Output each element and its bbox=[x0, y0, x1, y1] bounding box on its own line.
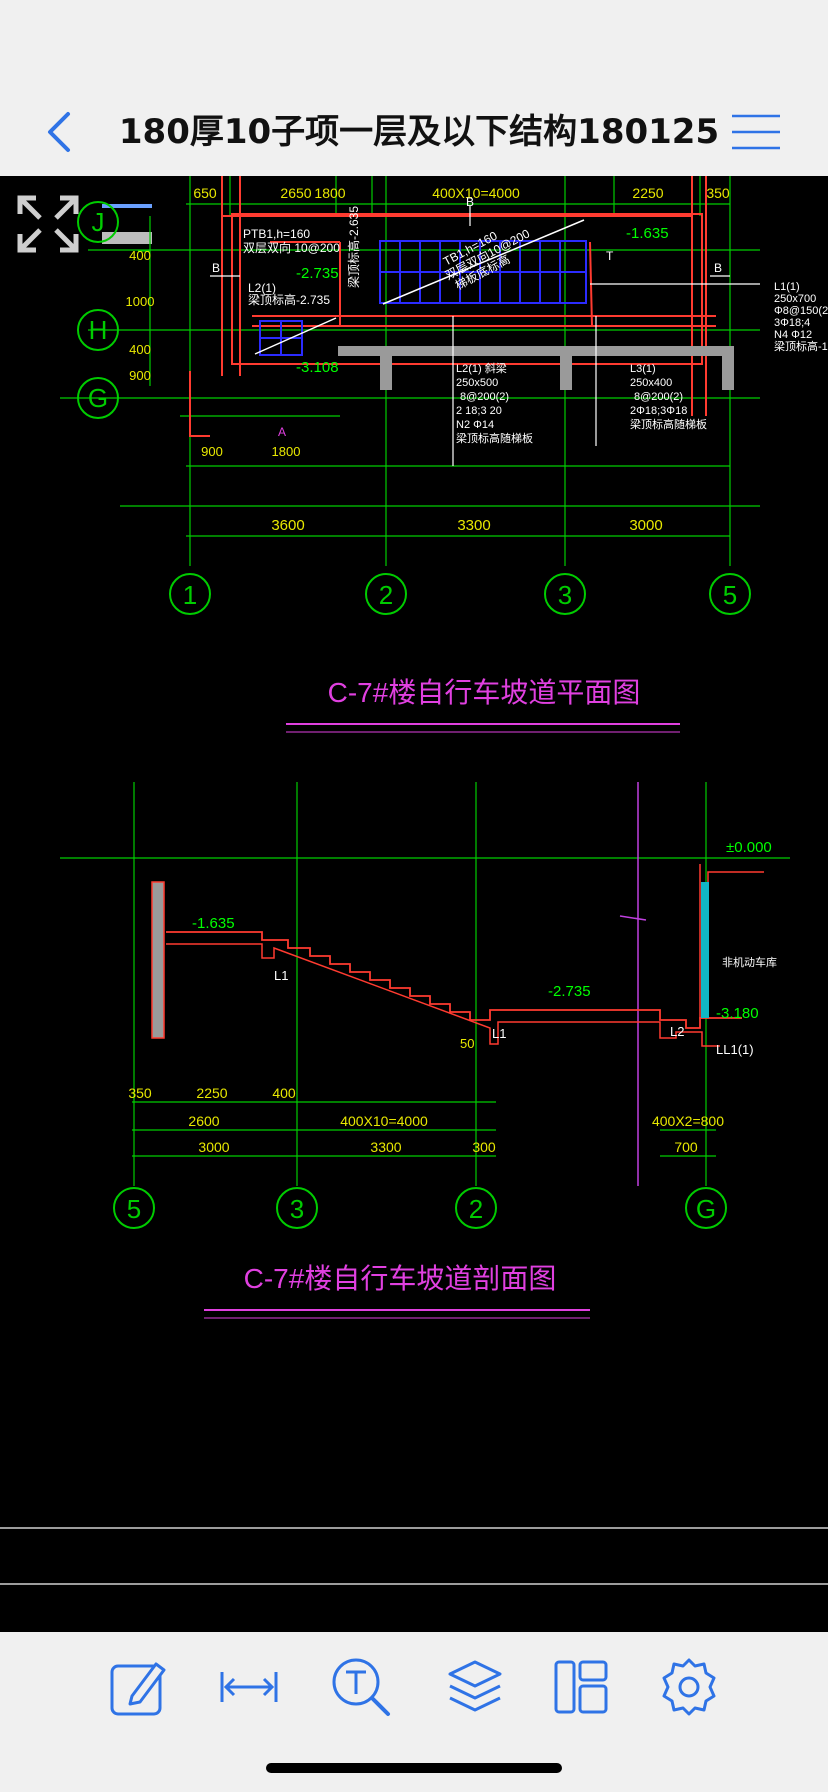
l1-line-5: N4 Φ12 bbox=[774, 329, 812, 341]
dim-top-350: 350 bbox=[706, 185, 730, 201]
pencil-square-icon[interactable] bbox=[108, 1656, 170, 1718]
l3-line-4: 2Φ18;3Φ18 bbox=[630, 405, 687, 417]
l3-line-1: L3(1) bbox=[630, 363, 656, 375]
back-chevron-icon[interactable] bbox=[40, 108, 80, 156]
section-grid-3: 3 bbox=[290, 1194, 304, 1224]
menu-icon[interactable] bbox=[730, 112, 782, 152]
grid-col-3: 3 bbox=[558, 580, 572, 610]
tag-l1-a: L1 bbox=[274, 968, 288, 983]
section-title: C-7#楼自行车坡道剖面图 bbox=[244, 1263, 557, 1294]
grid-row-j: J bbox=[92, 207, 105, 237]
dim-left-400a: 400 bbox=[129, 248, 151, 263]
l1-line-3: Φ8@150(2 bbox=[774, 305, 828, 317]
elev-1635-section: -1.635 bbox=[192, 915, 235, 932]
plan-view: J H G 1 2 3 5 650 2650 1800 400X10=4000 … bbox=[60, 176, 828, 733]
l2-line-3: 8@200(2) bbox=[460, 391, 509, 403]
dim-bot-900: 900 bbox=[201, 444, 223, 459]
grid-row-h: H bbox=[89, 315, 108, 345]
tag-l2: L2 bbox=[670, 1024, 684, 1039]
elev-3108-plan: -3.108 bbox=[296, 359, 339, 376]
dim-top-2250: 2250 bbox=[632, 185, 663, 201]
dim-3300: 3300 bbox=[370, 1139, 401, 1155]
dim-350: 350 bbox=[128, 1085, 152, 1101]
dim-left-900: 900 bbox=[129, 368, 151, 383]
top-nav-bar: 180厚10子项一层及以下结构180125 bbox=[0, 0, 828, 176]
grid-col-5: 5 bbox=[723, 580, 737, 610]
t-mark: T bbox=[606, 249, 614, 263]
l2-line-1: L2(1) 斜梁 bbox=[456, 361, 507, 375]
measure-arrows-icon[interactable] bbox=[218, 1656, 280, 1718]
l2-line-2: 250x500 bbox=[456, 377, 498, 389]
dim-top-2650: 2650 bbox=[280, 185, 311, 201]
l1-line-2: 250x700 bbox=[774, 293, 816, 305]
section-mark-b-right: B bbox=[714, 261, 722, 275]
l3-line-2: 250x400 bbox=[630, 377, 672, 389]
dim-4000: 400X10=4000 bbox=[340, 1113, 428, 1129]
fullscreen-expand-icon[interactable] bbox=[17, 195, 79, 253]
grid-row-g: G bbox=[88, 383, 108, 413]
elev-1635-plan: -1.635 bbox=[626, 225, 669, 242]
document-title: 180厚10子项一层及以下结构180125 bbox=[118, 112, 720, 152]
dim-400: 400 bbox=[272, 1085, 296, 1101]
cad-drawing: J H G 1 2 3 5 650 2650 1800 400X10=4000 … bbox=[0, 176, 828, 1585]
dim-bot-3300: 3300 bbox=[457, 517, 490, 534]
dim-top-4000: 400X10=4000 bbox=[432, 185, 520, 201]
elev-2735-plan: -2.735 bbox=[296, 265, 339, 282]
l3-line-3: 8@200(2) bbox=[634, 391, 683, 403]
l1-line-1: L1(1) bbox=[774, 281, 800, 293]
elev-2635: 梁顶标高-2.635 bbox=[346, 206, 361, 288]
dim-3000: 3000 bbox=[198, 1139, 229, 1155]
l2-line-5: N2 Φ14 bbox=[456, 419, 494, 431]
gear-icon[interactable] bbox=[658, 1656, 720, 1718]
section-mark-b-top: B bbox=[466, 195, 474, 209]
dim-300: 300 bbox=[472, 1139, 496, 1155]
dim-left-1000: 1000 bbox=[126, 294, 155, 309]
layers-icon[interactable] bbox=[444, 1656, 506, 1718]
section-grid-5: 5 bbox=[127, 1194, 141, 1224]
dim-800: 400X2=800 bbox=[652, 1113, 724, 1129]
l1-line-6: 梁顶标高-1.6 bbox=[774, 339, 828, 353]
layer-toggle-icon[interactable] bbox=[102, 204, 152, 244]
section-view: 5 3 2 G ±0.000 -1.635 -2.735 -3.180 L1 L… bbox=[60, 782, 790, 1319]
dim-top-1800: 1800 bbox=[314, 185, 345, 201]
ptb1-label: PTB1,h=160 bbox=[243, 227, 310, 241]
dim-left-400b: 400 bbox=[129, 342, 151, 357]
text-search-icon[interactable] bbox=[330, 1656, 392, 1718]
section-mark-a: A bbox=[278, 425, 286, 439]
dim-bot-3000: 3000 bbox=[629, 517, 662, 534]
dim-bot-1800: 1800 bbox=[272, 444, 301, 459]
dim-2250: 2250 bbox=[196, 1085, 227, 1101]
dim-700: 700 bbox=[674, 1139, 698, 1155]
garage-label: 非机动车库 bbox=[722, 955, 777, 969]
dim-2600: 2600 bbox=[188, 1113, 219, 1129]
section-grid-2: 2 bbox=[469, 1194, 483, 1224]
plan-title: C-7#楼自行车坡道平面图 bbox=[328, 677, 641, 708]
dim-top-650: 650 bbox=[193, 185, 217, 201]
elev-top: ±0.000 bbox=[726, 839, 772, 856]
l3-line-5: 梁顶标高随梯板 bbox=[630, 417, 707, 431]
grid-col-2: 2 bbox=[379, 580, 393, 610]
ptb1-rebar: 双层双向 10@200 bbox=[243, 240, 340, 255]
l2-elev: 梁顶标高-2.735 bbox=[248, 292, 330, 307]
dim-50: 50 bbox=[460, 1036, 474, 1051]
tag-l1-b: L1 bbox=[492, 1026, 506, 1041]
l2-line-6: 梁顶标高随梯板 bbox=[456, 431, 533, 445]
section-grid-g: G bbox=[696, 1194, 716, 1224]
l1-line-4: 3Φ18;4 bbox=[774, 317, 810, 329]
elev-3180-section: -3.180 bbox=[716, 1005, 759, 1022]
tag-ll1: LL1(1) bbox=[716, 1042, 754, 1057]
l2-line-4: 2 18;3 20 bbox=[456, 405, 502, 417]
grid-col-1: 1 bbox=[183, 580, 197, 610]
elev-2735-section: -2.735 bbox=[548, 983, 591, 1000]
dim-bot-3600: 3600 bbox=[271, 517, 304, 534]
layout-panels-icon[interactable] bbox=[550, 1656, 612, 1718]
section-mark-b-left: B bbox=[212, 261, 220, 275]
l2-tag: L2(1) bbox=[248, 281, 276, 295]
cad-drawing-canvas[interactable]: J H G 1 2 3 5 650 2650 1800 400X10=4000 … bbox=[0, 176, 828, 1632]
home-indicator bbox=[266, 1763, 562, 1773]
